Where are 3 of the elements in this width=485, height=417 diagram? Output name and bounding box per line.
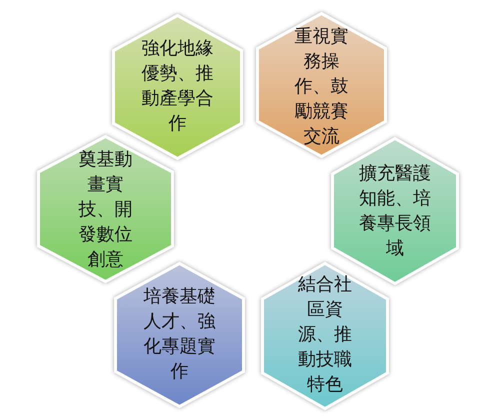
hexagon: 重視實務操作、鼓勵競賽交流 bbox=[256, 12, 387, 158]
hexagon: 奠基動畫實技、開發數位創意 bbox=[37, 135, 174, 283]
hexagon: 結合社區資源、推動技職特色 bbox=[261, 262, 389, 410]
